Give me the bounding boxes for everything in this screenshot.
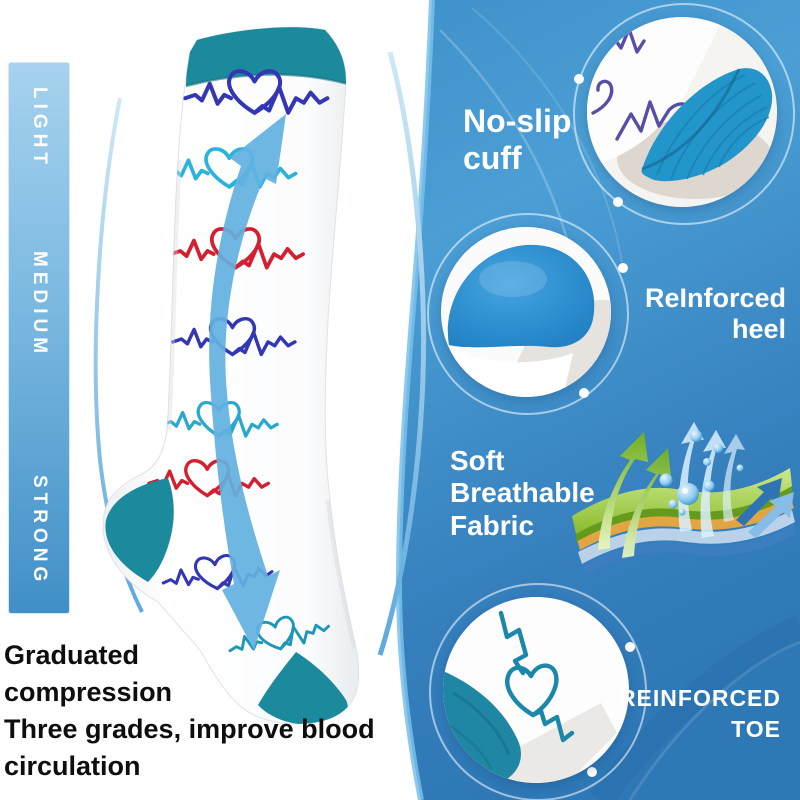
fabric-layers-icon [572, 422, 796, 576]
panel-corner-arc-light [628, 640, 800, 800]
sock-body [102, 26, 360, 725]
grade-label-light: LIGHT [29, 87, 50, 169]
grade-label-medium: MEDIUM [29, 251, 50, 359]
toe-photo [443, 597, 629, 783]
breathe-arrow-green [622, 448, 671, 558]
grade-label-strong: STRONG [29, 475, 50, 587]
water-droplets [659, 430, 744, 516]
heel-callout-ring [427, 213, 629, 415]
sock-toe-patch [258, 652, 348, 724]
heel-mound [447, 244, 595, 348]
cuff-ring-dot [613, 197, 623, 207]
breathe-arrow-green [598, 432, 648, 550]
cuff-ring-dot [574, 74, 584, 84]
heel-photo [441, 227, 611, 397]
feature-toe-line2: TOE [731, 716, 781, 743]
feature-label-cuff: No-slip cuff [463, 103, 571, 177]
feature-label-toe: REINFORCED TOE [619, 683, 781, 745]
sock-heel-patch [105, 478, 174, 582]
toe-shadow [489, 703, 617, 783]
caption-line2: compression [4, 677, 173, 707]
heel-ring-dot [618, 263, 628, 273]
heel-fabric [449, 345, 573, 397]
feature-heel-line2: heel [731, 314, 786, 345]
caption-line4: circulation [4, 751, 141, 781]
layer-dark-blue [582, 524, 796, 576]
feature-fabric-line3: Fabric [450, 509, 535, 541]
panel-corner-arc [589, 615, 800, 800]
flow-arrow [209, 114, 286, 650]
feature-label-fabric: Soft Breathable Fabric [450, 445, 595, 542]
feature-heel-line1: ReInforced [644, 283, 786, 313]
feature-fabric-line1: Soft [450, 445, 505, 476]
feature-label-heel: ReInforced heel [645, 283, 786, 346]
cuff-callout-ring [573, 3, 795, 225]
caption-text: Graduated compression Three grades, impr… [4, 637, 375, 785]
panel-edge-highlight [395, 0, 435, 800]
compression-grade-bar: LIGHT MEDIUM STRONG [8, 62, 70, 614]
feature-cuff-line1: No-slip [463, 103, 572, 139]
layer-light-blue [578, 510, 795, 564]
cuff-photo [587, 17, 777, 207]
toe-ekg-pattern [498, 610, 575, 743]
heel-ring-dot [579, 388, 589, 398]
feature-cuff-line2: cuff [463, 140, 522, 177]
caption-line1: Graduated [4, 640, 140, 670]
toe-ring-dot [587, 767, 597, 777]
feature-fabric-line2: Breathable [450, 477, 595, 509]
feature-toe-line1: REINFORCED [618, 685, 781, 711]
panel-swoosh-line-2 [471, 7, 623, 263]
caption-line3: Three grades, improve blood [4, 714, 375, 744]
toe-ring-dot [625, 642, 635, 652]
moisture-arrow-blue [748, 492, 794, 538]
right-motion-curve [377, 51, 427, 656]
moisture-arrow-blue [736, 478, 782, 526]
